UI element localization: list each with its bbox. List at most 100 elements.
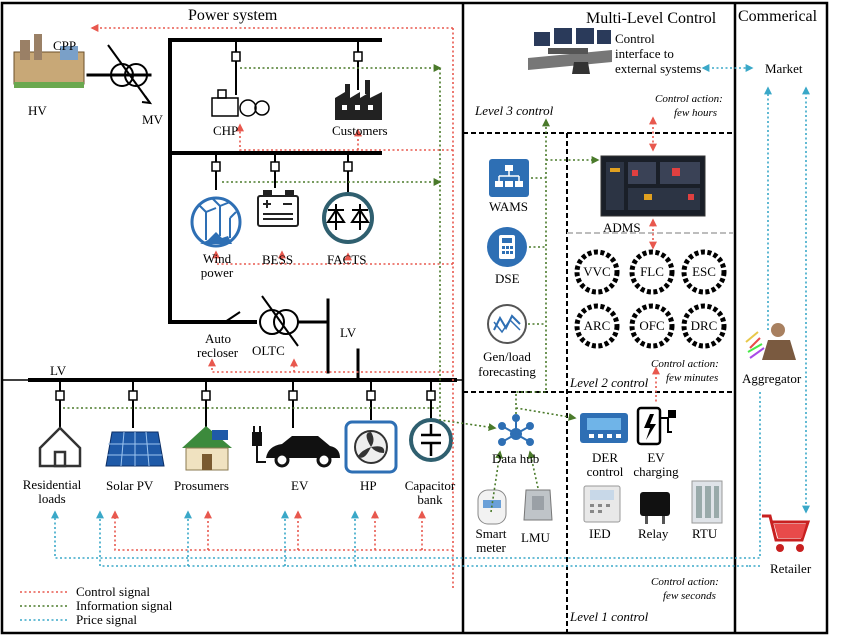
ied-icon bbox=[583, 485, 621, 523]
level3-label: Level 3 control bbox=[475, 103, 554, 118]
legend-information-label: Information signal bbox=[76, 598, 173, 613]
retailer-label: Retailer bbox=[770, 561, 812, 576]
adms-screen-icon bbox=[600, 155, 706, 217]
flc-gear bbox=[629, 249, 675, 295]
control-interface-label-1: Control bbox=[615, 31, 655, 46]
capacitor-bank-label-1: Capacitor bbox=[404, 478, 456, 493]
mv-transformer-icon bbox=[107, 44, 153, 105]
hv-label: HV bbox=[28, 103, 47, 118]
ofc-label: OFC bbox=[639, 318, 665, 333]
commercial-title: Commerical bbox=[738, 8, 818, 25]
factory-icon bbox=[335, 80, 382, 120]
drc-gear bbox=[681, 303, 727, 349]
oltc-transformer-icon bbox=[259, 295, 299, 347]
wind-power-label-1: Wind bbox=[202, 251, 232, 266]
mv-label: MV bbox=[142, 112, 163, 127]
legend-swatches bbox=[20, 591, 68, 621]
ev-charging-label-2: charging bbox=[633, 464, 679, 479]
dse-label: DSE bbox=[495, 271, 520, 286]
control-interface-label-3: external systems bbox=[615, 61, 702, 76]
action-minutes-label-1: Control action: bbox=[651, 358, 719, 370]
control-interface-label-2: interface to bbox=[615, 46, 674, 61]
facts-thyristor-icon bbox=[322, 192, 374, 244]
prosumer-house-icon bbox=[182, 426, 232, 471]
smart-meter-label-1: Smart bbox=[475, 526, 507, 541]
market-label: Market bbox=[765, 61, 803, 76]
prosumers-label: Prosumers bbox=[174, 478, 229, 493]
wind-power-label-2: power bbox=[200, 265, 234, 280]
vvc-gear bbox=[574, 249, 620, 295]
house-icon bbox=[38, 426, 82, 468]
lv-top-label: LV bbox=[340, 325, 357, 340]
action-hours-label-1: Control action: bbox=[655, 93, 723, 105]
legend-price-label: Price signal bbox=[76, 612, 138, 627]
battery-icon bbox=[257, 190, 299, 227]
price-signal-lines bbox=[51, 64, 810, 567]
wams-icon bbox=[489, 159, 529, 197]
control-room-icon bbox=[528, 28, 612, 74]
information-signal-lines bbox=[63, 64, 600, 513]
heat-pump-fan-icon bbox=[344, 420, 398, 474]
der-control-label-1: DER bbox=[592, 450, 618, 465]
forecasting-label-1: Gen/load bbox=[483, 349, 531, 364]
lmu-icon bbox=[523, 489, 553, 521]
vvc-label: VVC bbox=[583, 264, 611, 279]
adms-label: ADMS bbox=[603, 220, 641, 235]
esc-gear bbox=[681, 249, 727, 295]
auto-recloser-switch-icon bbox=[224, 311, 241, 323]
action-seconds-label-2: few seconds bbox=[663, 590, 716, 602]
ev-car-icon bbox=[252, 426, 340, 468]
arc-gear bbox=[574, 303, 620, 349]
bess-label: BESS bbox=[262, 252, 294, 267]
dse-calculator-icon bbox=[487, 227, 527, 267]
wams-label: WAMS bbox=[489, 199, 529, 214]
forecasting-label-2: forecasting bbox=[478, 364, 536, 379]
auto-recloser-label-2: recloser bbox=[197, 345, 239, 360]
legend-control-label: Control signal bbox=[76, 584, 151, 599]
power-system-title: Power system bbox=[188, 7, 278, 24]
oltc-label: OLTC bbox=[252, 343, 285, 358]
level2-label: Level 2 control bbox=[570, 375, 649, 390]
chp-icon bbox=[211, 89, 270, 117]
data-hub-icon bbox=[498, 414, 534, 446]
esc-label: ESC bbox=[692, 264, 716, 279]
chp-label: CHP bbox=[213, 123, 239, 138]
ev-label: EV bbox=[291, 478, 309, 493]
data-hub-label: Data hub bbox=[492, 451, 540, 466]
power-plant-icon bbox=[13, 34, 85, 88]
customers-label: Customers bbox=[332, 123, 388, 138]
relay-icon bbox=[640, 492, 670, 524]
level1-label: Level 1 control bbox=[570, 609, 649, 624]
auto-recloser-label-1: Auto bbox=[205, 331, 231, 346]
control-signal-lines bbox=[90, 24, 660, 590]
solar-pv-label: Solar PV bbox=[106, 478, 154, 493]
control-level-dividers bbox=[463, 132, 733, 633]
control-function-gears bbox=[574, 249, 727, 349]
aggregator-icon bbox=[745, 323, 796, 360]
cpp-label: CPP bbox=[53, 38, 77, 53]
lv-bottom-label: LV bbox=[50, 363, 67, 378]
residential-loads-label-1: Residential bbox=[22, 477, 82, 492]
wind-turbine-icon bbox=[190, 196, 242, 248]
residential-loads-label-2: loads bbox=[38, 491, 66, 506]
ev-charger-icon bbox=[636, 406, 676, 446]
relay-label: Relay bbox=[638, 526, 669, 541]
forecast-chart-icon bbox=[487, 304, 527, 344]
ofc-gear bbox=[629, 303, 675, 349]
der-controller-icon bbox=[580, 413, 628, 443]
flc-label: FLC bbox=[640, 264, 664, 279]
arc-label: ARC bbox=[583, 318, 611, 333]
ev-charging-label-1: EV bbox=[647, 450, 665, 465]
hp-label: HP bbox=[360, 478, 377, 493]
solar-panel-icon bbox=[105, 431, 165, 467]
power-network bbox=[28, 38, 457, 382]
aggregator-label: Aggregator bbox=[742, 371, 802, 386]
lmu-label: LMU bbox=[521, 530, 550, 545]
multi-level-control-title: Multi-Level Control bbox=[586, 10, 717, 27]
ied-label: IED bbox=[589, 526, 611, 541]
capacitor-icon bbox=[409, 418, 453, 462]
smart-meter-label-2: meter bbox=[476, 540, 506, 555]
breakers bbox=[55, 51, 436, 401]
action-hours-label-2: few hours bbox=[674, 107, 718, 119]
